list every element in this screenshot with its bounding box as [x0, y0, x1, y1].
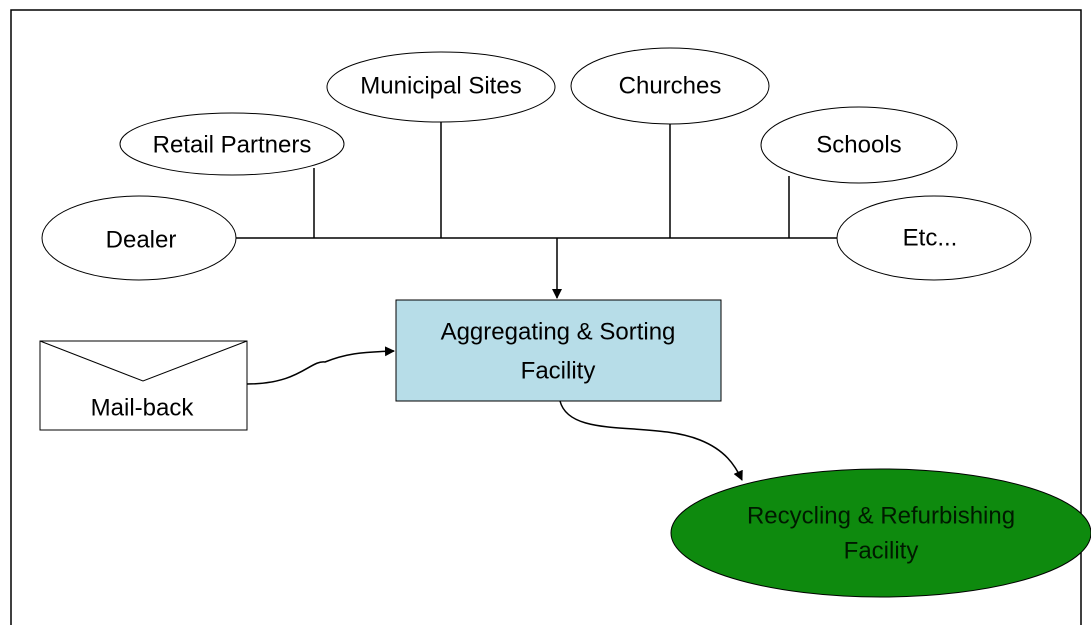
municipal-sites-label: Municipal Sites [360, 73, 521, 100]
page-frame [10, 9, 1082, 625]
aggregating-box [395, 299, 722, 402]
arrow-mailback-to-aggregating [246, 346, 395, 385]
recycling-refurbishing-facility: Recycling & Refurbishing Facility [670, 468, 1091, 598]
schools-label: Schools [816, 132, 901, 159]
source-churches: Churches [570, 47, 770, 125]
etc-label: Etc... [903, 225, 958, 252]
schools-ellipse [760, 106, 958, 184]
retail-partners-label: Retail Partners [153, 132, 312, 159]
mail-back-label: Mail-back [91, 395, 195, 422]
recycling-label-line1: Recycling & Refurbishing [747, 503, 1015, 530]
aggregating-sorting-facility: Aggregating & Sorting Facility [395, 299, 722, 402]
envelope-flap [39, 340, 248, 382]
churches-label: Churches [619, 73, 722, 100]
source-dealer: Dealer [41, 195, 237, 281]
retail-partners-ellipse [119, 112, 345, 176]
aggregating-label-line1: Aggregating & Sorting [441, 319, 676, 346]
source-retail-partners: Retail Partners [119, 112, 345, 176]
arrow-aggregating-to-recycling [559, 400, 743, 481]
recycling-ellipse [670, 468, 1091, 598]
source-municipal-sites: Municipal Sites [326, 51, 556, 123]
recycling-label-line2: Facility [844, 538, 919, 565]
aggregating-label-line2: Facility [521, 358, 596, 385]
etc-ellipse [836, 195, 1032, 281]
municipal-sites-ellipse [326, 51, 556, 123]
mail-back-envelope: Mail-back [39, 340, 248, 431]
churches-ellipse [570, 47, 770, 125]
envelope-body [39, 340, 248, 431]
dealer-ellipse [41, 195, 237, 281]
source-schools: Schools [760, 106, 958, 184]
dealer-label: Dealer [106, 227, 177, 254]
source-etc: Etc... [836, 195, 1032, 281]
